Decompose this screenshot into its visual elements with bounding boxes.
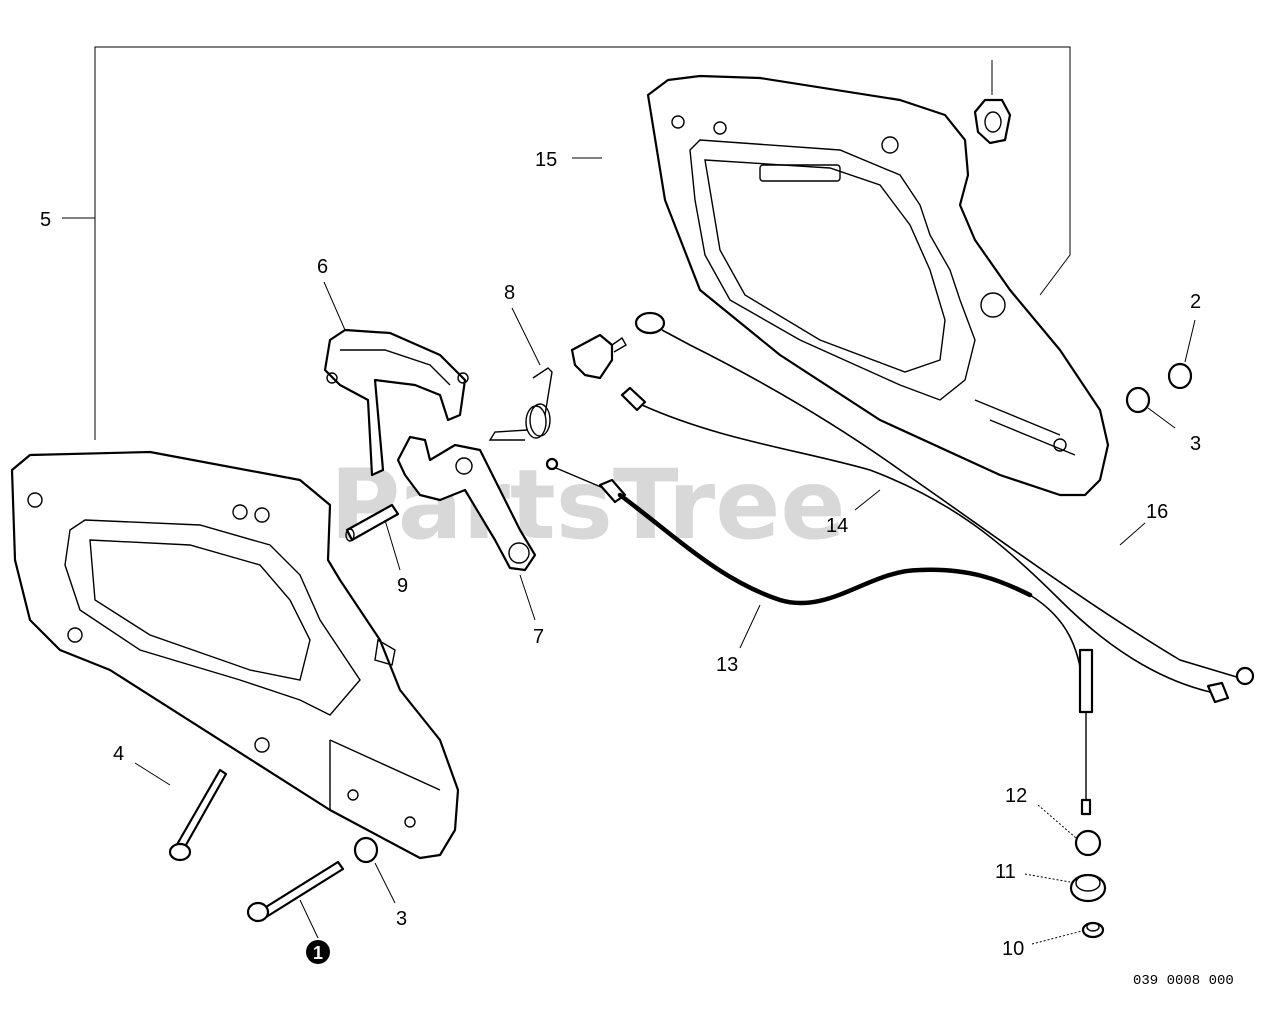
leader-1 (299, 899, 319, 939)
callout-3-left: 3 (396, 908, 407, 930)
leader-9 (384, 519, 401, 571)
figure-number: 039 0008 000 (1133, 973, 1234, 989)
leader-11 (1024, 873, 1071, 883)
callout-14: 14 (826, 515, 848, 537)
part-6-trigger (323, 328, 469, 477)
leader-14 (854, 489, 881, 511)
part-12-cap (1074, 829, 1102, 857)
part-1-screw (246, 860, 345, 923)
callout-4: 4 (113, 743, 124, 765)
part-15-handle-right (646, 74, 1110, 497)
part-5-handle-left (10, 450, 460, 860)
part-3-washer-right (1125, 386, 1151, 414)
leader-16 (1119, 522, 1146, 546)
leader-3-right (1147, 407, 1176, 429)
leader-3-left (374, 862, 396, 904)
part-11-bushing (1069, 873, 1107, 903)
leader-13 (739, 604, 761, 649)
leader-8 (511, 307, 541, 366)
part-7-lever (396, 435, 537, 572)
nut-top-right (973, 60, 1012, 145)
part-13-throttle-cable (545, 457, 1094, 816)
callout-1-badge: 1 (306, 940, 330, 964)
part-14-wire (634, 311, 1255, 686)
callout-5: 5 (40, 209, 51, 231)
callout-16: 16 (1146, 501, 1168, 523)
part-3-washer-left (353, 836, 379, 864)
leader-4 (134, 762, 171, 786)
leader-10 (1031, 930, 1083, 945)
part-16-wire (620, 386, 1230, 704)
callout-11: 11 (995, 861, 1016, 883)
callout-12: 12 (1005, 785, 1027, 807)
leader-7 (519, 574, 536, 621)
leader-12 (1037, 804, 1077, 839)
callout-3-right: 3 (1190, 433, 1201, 455)
callout-6: 6 (317, 256, 328, 278)
callout-10: 10 (1002, 938, 1024, 960)
part-9-pin (345, 503, 400, 542)
callout-1: 1 (313, 943, 323, 963)
leader-2 (1184, 319, 1196, 363)
assembly-bracket (94, 46, 1071, 440)
part-8-spring (488, 367, 553, 441)
part-10-grommet (1081, 921, 1105, 939)
callout-9: 9 (397, 575, 408, 597)
callout-8: 8 (504, 282, 515, 304)
callout-7: 7 (533, 626, 544, 648)
callout-13: 13 (716, 654, 738, 676)
part-2-washer (1167, 362, 1193, 390)
part-4-screw (168, 768, 228, 862)
callout-2: 2 (1190, 291, 1201, 313)
leader-6 (323, 281, 346, 331)
callout-15: 15 (535, 149, 557, 171)
cable-end-plug (570, 333, 627, 380)
